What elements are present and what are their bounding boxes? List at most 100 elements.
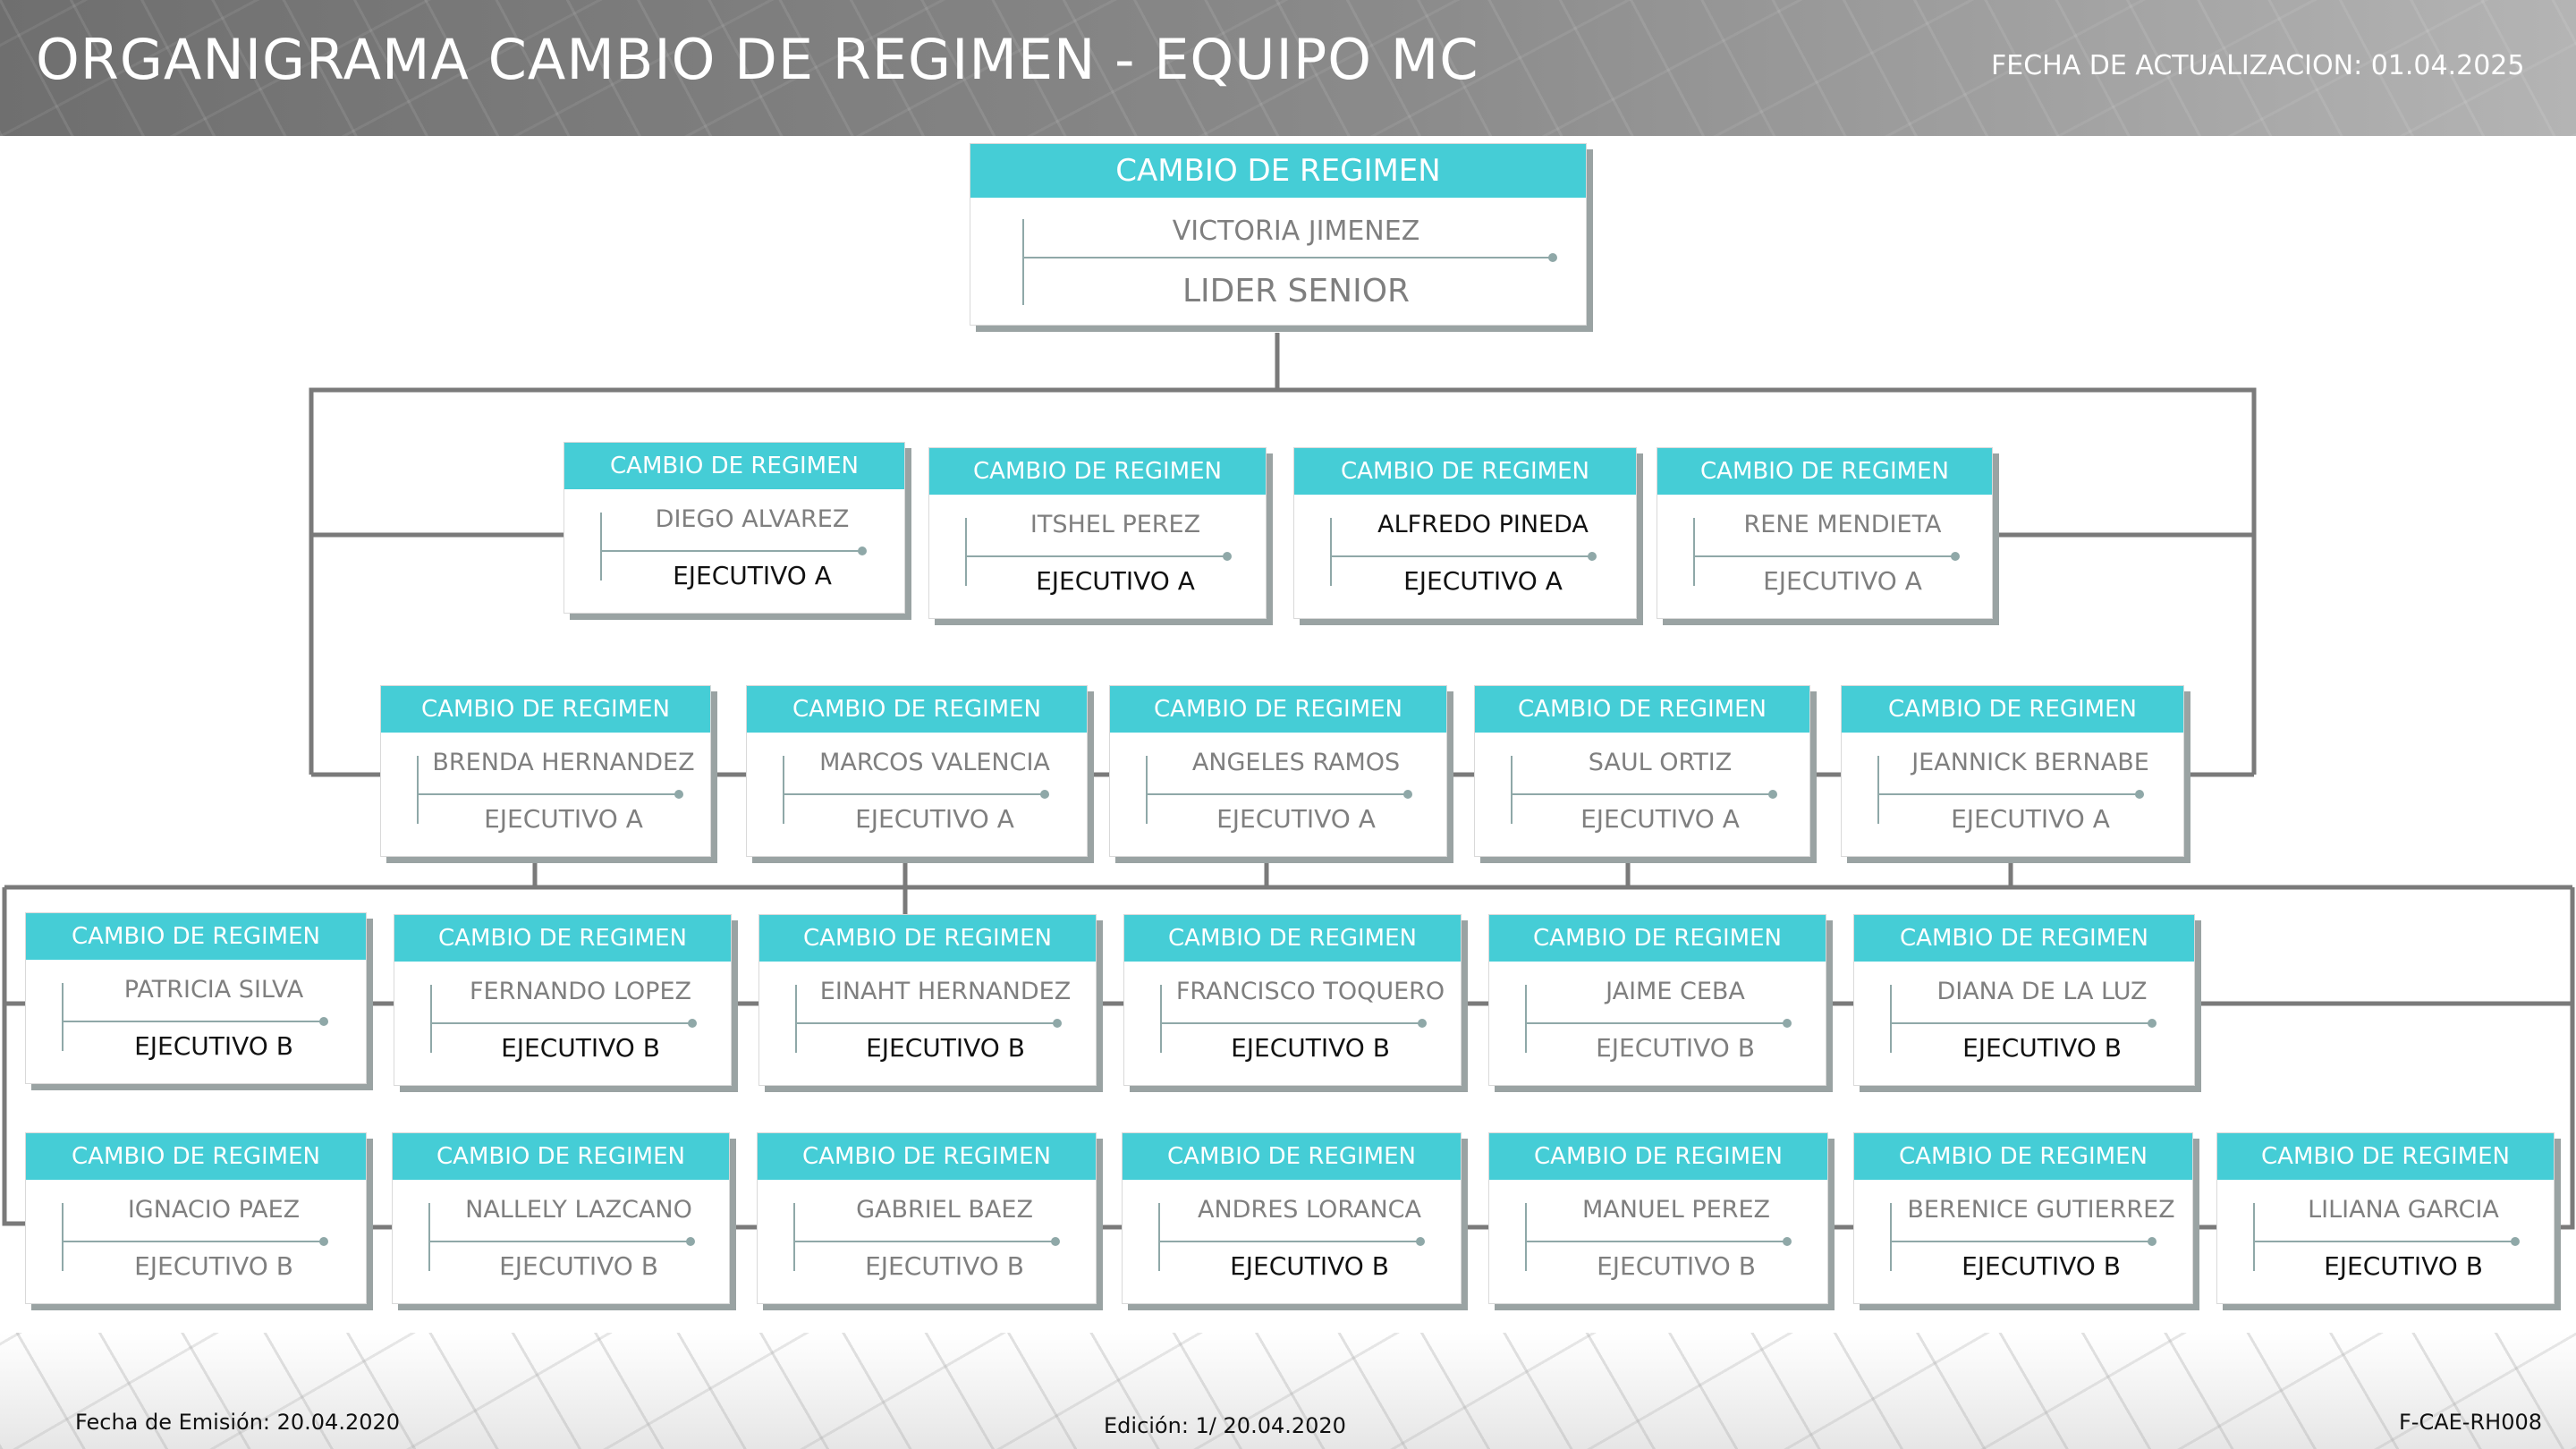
node-rule-dot <box>1548 253 1557 262</box>
node-rule-horizontal <box>1022 257 1550 258</box>
node-header: CAMBIO DE REGIMEN <box>747 686 1087 733</box>
connector-outer-frame <box>309 387 2257 775</box>
node-rule-dot <box>686 1237 695 1246</box>
node-name: JEANNICK BERNABE <box>1911 749 2149 776</box>
node-rule-dot <box>1403 790 1412 799</box>
node-header: CAMBIO DE REGIMEN <box>1124 915 1461 962</box>
emission-date: Fecha de Emisión: 20.04.2020 <box>75 1410 401 1435</box>
node-rule-vertical <box>793 1203 795 1271</box>
node-name: PATRICIA SILVA <box>123 976 304 1004</box>
page-title: ORGANIGRAMA CAMBIO DE REGIMEN - EQUIPO M… <box>36 27 1479 92</box>
node-rule-vertical <box>1022 219 1024 305</box>
node-role: EJECUTIVO B <box>865 1251 1024 1281</box>
node-rule-horizontal <box>783 793 1042 795</box>
connector-right-rail <box>2555 887 2575 1230</box>
node-rule-dot <box>1768 790 1777 799</box>
update-date: FECHA DE ACTUALIZACION: 01.04.2025 <box>1991 50 2525 81</box>
org-node-einaht-hernandez: CAMBIO DE REGIMEN EINAHT HERNANDEZ EJECU… <box>758 914 1097 1086</box>
org-node-brenda-hernandez: CAMBIO DE REGIMEN BRENDA HERNANDEZ EJECU… <box>380 685 711 857</box>
org-node-patricia-silva: CAMBIO DE REGIMEN PATRICIA SILVA EJECUTI… <box>25 912 367 1084</box>
node-rule-vertical <box>428 1203 430 1271</box>
org-node-berenice-gutierrez: CAMBIO DE REGIMEN BERENICE GUTIERREZ EJE… <box>1853 1132 2193 1304</box>
node-header: CAMBIO DE REGIMEN <box>1842 686 2183 733</box>
org-node-francisco-toquero: CAMBIO DE REGIMEN FRANCISCO TOQUERO EJEC… <box>1123 914 1462 1086</box>
node-rule-horizontal <box>1525 1022 1784 1024</box>
node-role: EJECUTIVO A <box>855 804 1014 834</box>
node-name: ANGELES RAMOS <box>1191 749 1401 776</box>
node-header: CAMBIO DE REGIMEN <box>2217 1133 2554 1180</box>
node-rule-horizontal <box>428 1241 688 1242</box>
org-node-diego-alvarez: CAMBIO DE REGIMEN DIEGO ALVAREZ EJECUTIV… <box>564 442 905 614</box>
node-header: CAMBIO DE REGIMEN <box>381 686 710 733</box>
edition-info: Edición: 1/ 20.04.2020 <box>1104 1413 1346 1438</box>
org-node-nallely-lazcano: CAMBIO DE REGIMEN NALLELY LAZCANO EJECUT… <box>392 1132 730 1304</box>
node-name: MARCOS VALENCIA <box>819 749 1050 776</box>
node-rule-dot <box>319 1237 328 1246</box>
node-name: MANUEL PEREZ <box>1581 1196 1771 1224</box>
org-node-itshel-perez: CAMBIO DE REGIMEN ITSHEL PEREZ EJECUTIVO… <box>928 447 1267 619</box>
org-node-saul-ortiz: CAMBIO DE REGIMEN SAUL ORTIZ EJECUTIVO A <box>1474 685 1810 857</box>
node-name: ITSHEL PEREZ <box>1030 511 1201 538</box>
node-rule-horizontal <box>1693 555 1953 557</box>
node-role: EJECUTIVO B <box>866 1033 1025 1063</box>
node-role: EJECUTIVO B <box>1962 1251 2121 1281</box>
node-role: EJECUTIVO B <box>2324 1251 2483 1281</box>
org-node-andres-loranca: CAMBIO DE REGIMEN ANDRES LORANCA EJECUTI… <box>1122 1132 1462 1304</box>
node-name: LILIANA GARCIA <box>2308 1196 2499 1224</box>
node-rule-dot <box>858 547 867 555</box>
node-rule-horizontal <box>965 555 1224 557</box>
node-role: EJECUTIVO B <box>1962 1033 2122 1063</box>
node-role: LIDER SENIOR <box>1182 273 1411 309</box>
node-rule-dot <box>1588 552 1597 561</box>
node-role: EJECUTIVO B <box>134 1251 293 1281</box>
org-node-marcos-valencia: CAMBIO DE REGIMEN MARCOS VALENCIA EJECUT… <box>746 685 1088 857</box>
node-rule-dot <box>2135 790 2144 799</box>
node-rule-vertical <box>1525 985 1527 1053</box>
node-name: BERENICE GUTIERREZ <box>1907 1196 2175 1224</box>
node-rule-horizontal <box>1146 793 1405 795</box>
org-node-manuel-perez: CAMBIO DE REGIMEN MANUEL PEREZ EJECUTIVO… <box>1488 1132 1828 1304</box>
node-rule-horizontal <box>1890 1241 2149 1242</box>
node-rule-dot <box>688 1019 697 1028</box>
node-name: ANDRES LORANCA <box>1198 1196 1421 1224</box>
node-name: FRANCISCO TOQUERO <box>1175 978 1445 1005</box>
node-rule-dot <box>1051 1237 1060 1246</box>
node-rule-horizontal <box>1877 793 2137 795</box>
node-role: EJECUTIVO A <box>673 561 832 590</box>
node-rule-dot <box>1040 790 1049 799</box>
node-role: EJECUTIVO A <box>1951 804 2110 834</box>
node-name: NALLELY LAZCANO <box>465 1196 692 1224</box>
node-name: RENE MENDIETA <box>1743 511 1942 538</box>
node-header: CAMBIO DE REGIMEN <box>1854 915 2194 962</box>
node-rule-dot <box>2148 1237 2157 1246</box>
node-rule-horizontal <box>600 550 860 552</box>
node-rule-vertical <box>965 518 967 586</box>
connector-left-rail <box>2 887 25 1226</box>
node-rule-vertical <box>600 513 602 580</box>
node-rule-horizontal <box>62 1021 321 1022</box>
node-rule-horizontal <box>1330 555 1589 557</box>
node-role: EJECUTIVO B <box>1596 1033 1755 1063</box>
node-name: JAIME CEBA <box>1606 978 1745 1005</box>
node-rule-dot <box>1223 552 1232 561</box>
header-banner: ORGANIGRAMA CAMBIO DE REGIMEN - EQUIPO M… <box>0 0 2576 136</box>
node-rule-horizontal <box>1525 1241 1784 1242</box>
node-role: EJECUTIVO A <box>1580 804 1740 834</box>
node-rule-vertical <box>1890 1203 1892 1271</box>
node-role: EJECUTIVO A <box>1216 804 1376 834</box>
node-name: ALFREDO PINEDA <box>1377 511 1589 538</box>
node-rule-dot <box>1783 1019 1792 1028</box>
node-header: CAMBIO DE REGIMEN <box>1123 1133 1461 1180</box>
node-rule-dot <box>1418 1019 1427 1028</box>
node-name: SAUL ORTIZ <box>1588 749 1733 776</box>
node-rule-vertical <box>1525 1203 1527 1271</box>
node-role: EJECUTIVO A <box>1036 566 1195 596</box>
org-node-angeles-ramos: CAMBIO DE REGIMEN ANGELES RAMOS EJECUTIV… <box>1109 685 1447 857</box>
node-rule-horizontal <box>1890 1022 2149 1024</box>
node-name: BRENDA HERNANDEZ <box>432 749 695 776</box>
node-rule-vertical <box>62 1203 64 1271</box>
node-rule-vertical <box>62 983 64 1051</box>
node-header: CAMBIO DE REGIMEN <box>1489 915 1826 962</box>
node-rule-vertical <box>1511 756 1513 824</box>
